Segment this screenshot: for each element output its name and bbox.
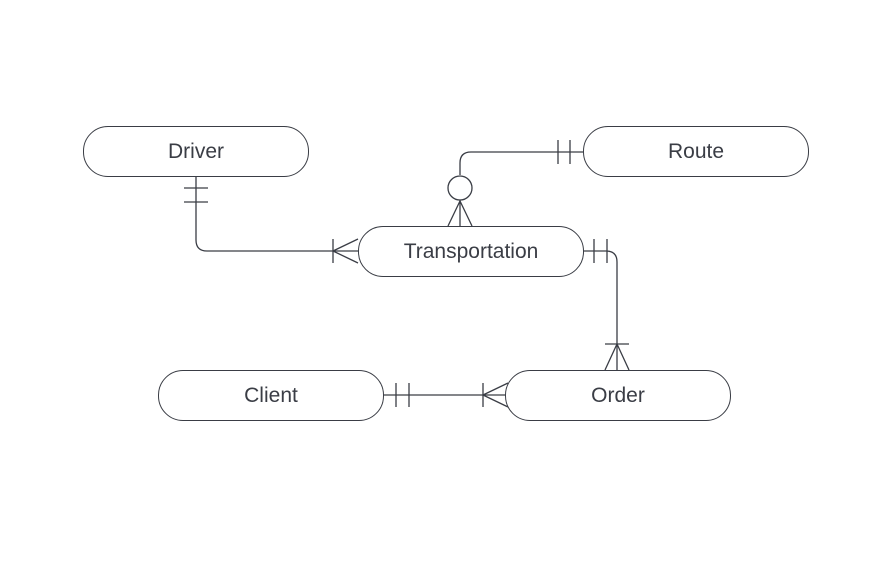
- transportation-crowfoot-left: [332, 238, 359, 264]
- transportation-zero-circle: [447, 175, 473, 201]
- entity-client-label: Client: [244, 383, 298, 407]
- entity-transportation[interactable]: Transportation: [358, 226, 584, 277]
- entity-driver[interactable]: Driver: [83, 126, 309, 177]
- entity-driver-label: Driver: [168, 139, 224, 163]
- relationship-driver-transportation: [184, 176, 359, 264]
- relationship-client-order: [383, 382, 509, 408]
- entity-transportation-label: Transportation: [403, 239, 539, 263]
- entity-route-label: Route: [667, 139, 725, 163]
- relationship-route-transportation: [447, 140, 583, 227]
- transportation-crowfoot-top: [447, 200, 473, 227]
- entity-order[interactable]: Order: [505, 370, 731, 421]
- entity-order-label: Order: [591, 383, 645, 407]
- entity-client[interactable]: Client: [158, 370, 384, 421]
- entity-route[interactable]: Route: [583, 126, 809, 177]
- relationship-transportation-order: [583, 239, 630, 371]
- order-crowfoot-left: [482, 382, 509, 408]
- order-crowfoot-top: [604, 343, 630, 371]
